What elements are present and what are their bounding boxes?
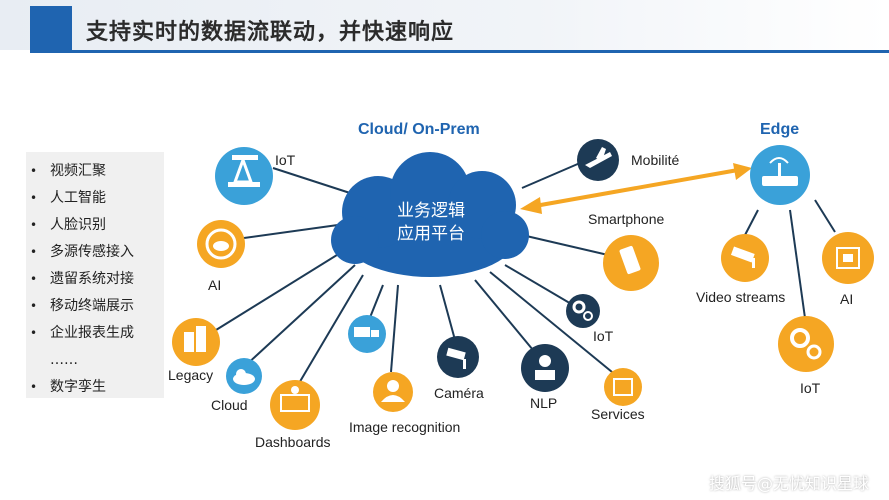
legacy-building-icon — [172, 318, 220, 366]
label-iot-top: IoT — [275, 152, 296, 168]
label-camera: Caméra — [434, 385, 484, 401]
label-ai-right: AI — [840, 291, 854, 307]
cloud-hub-line2: 应用平台 — [397, 224, 465, 244]
oil-pump-icon — [215, 147, 273, 205]
headset-agent-icon — [521, 344, 569, 392]
list-item: •数字孪生 — [30, 379, 106, 395]
label-iot-mid: IoT — [593, 328, 614, 344]
label-smartphone: Smartphone — [588, 211, 665, 227]
list-item: •人脸识别 — [30, 217, 106, 233]
label-cloud: Cloud — [211, 397, 248, 413]
label-ai-left: AI — [208, 277, 222, 293]
ai-box-icon — [822, 232, 874, 284]
cloud-hub-icon — [331, 152, 529, 277]
watermark: 搜狐号@无忧知识星球 — [708, 474, 869, 493]
cloud-icon — [226, 358, 262, 394]
header-underline — [30, 50, 889, 53]
edge-title: Edge — [760, 121, 800, 138]
header-bar — [0, 0, 889, 50]
router-icon — [750, 145, 810, 205]
smartphone-icon — [603, 235, 659, 291]
label-mobilite: Mobilité — [631, 152, 680, 168]
services-icon — [604, 368, 642, 406]
list-item: •遗留系统对接 — [30, 271, 134, 287]
hub-title: Cloud/ On-Prem — [358, 121, 480, 138]
page-title: 支持实时的数据流联动，并快速响应 — [86, 20, 455, 45]
bidirectional-arrow — [520, 163, 752, 214]
connector-lines — [215, 162, 836, 391]
label-iot-right: IoT — [800, 380, 821, 396]
label-services: Services — [591, 406, 645, 422]
label-dashboards: Dashboards — [255, 434, 331, 450]
label-legacy: Legacy — [168, 367, 214, 383]
video-camera-icon — [721, 234, 769, 282]
list-item-ellipsis: …… — [50, 352, 78, 368]
image-recognition-icon — [373, 372, 413, 412]
cloud-hub-label: 业务逻辑 应用平台 — [372, 200, 490, 246]
gears-large-icon — [778, 316, 834, 372]
list-item: •多源传感接入 — [30, 244, 134, 260]
gears-icon — [566, 294, 600, 328]
ai-cloud-cycle-icon — [197, 220, 245, 268]
list-item: •视频汇聚 — [30, 163, 106, 179]
header-accent-block — [30, 6, 72, 52]
airplane-icon — [577, 139, 619, 181]
list-item: •人工智能 — [30, 190, 106, 206]
label-nlp: NLP — [530, 395, 558, 411]
cloud-hub-line1: 业务逻辑 — [397, 201, 465, 221]
dashboard-icon — [270, 380, 320, 430]
feature-list-panel: •视频汇聚 •人工智能 •人脸识别 •多源传感接入 •遗留系统对接 •移动终端展… — [26, 152, 164, 398]
truck-icon — [348, 315, 386, 353]
list-item: •企业报表生成 — [30, 325, 134, 341]
list-item: •移动终端展示 — [30, 298, 134, 314]
label-image-recognition: Image recognition — [349, 419, 461, 435]
label-video-streams: Video streams — [696, 289, 786, 305]
security-camera-icon — [437, 336, 479, 378]
